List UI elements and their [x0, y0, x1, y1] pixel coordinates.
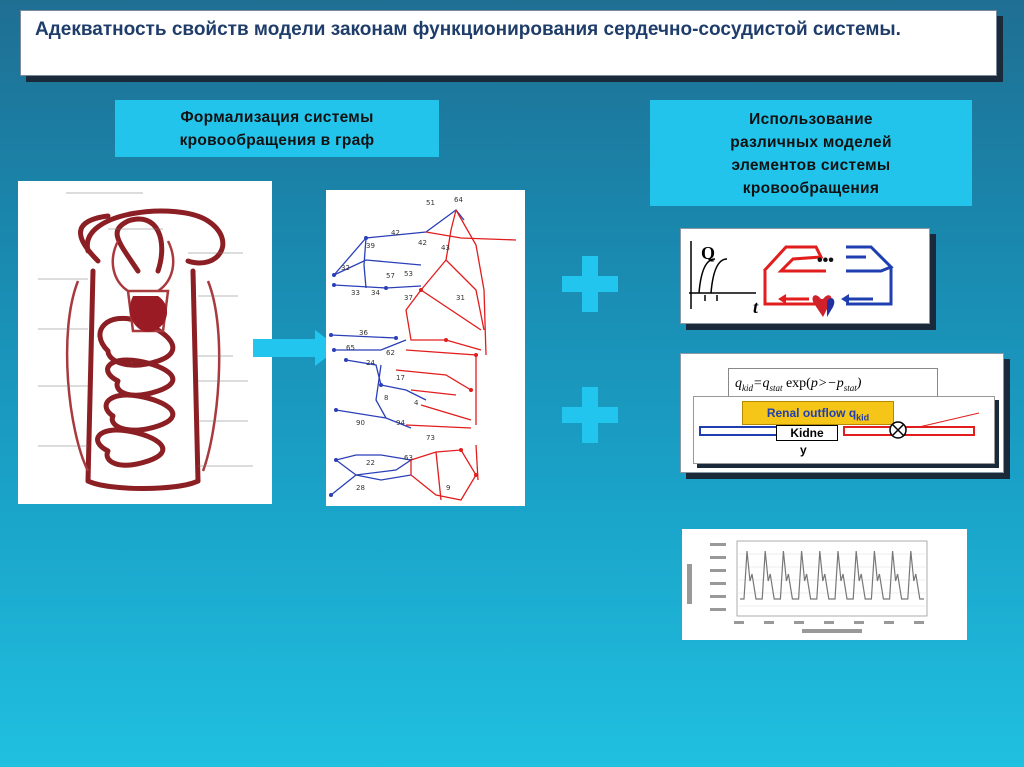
kidney-diagram-box: Renal outflow qkid Kidne y — [693, 396, 995, 464]
models-usage-label: Использование различных моделей элементо… — [650, 100, 972, 206]
formula-q: q — [735, 376, 742, 391]
svg-text:62: 62 — [386, 349, 395, 357]
label-line-3: элементов системы — [731, 157, 891, 174]
svg-text:90: 90 — [356, 419, 365, 427]
svg-text:4: 4 — [414, 399, 419, 407]
formula-close: ) — [856, 376, 862, 391]
label-line-1: Формализация системы — [180, 109, 374, 126]
label-line-2: различных моделей — [730, 134, 892, 151]
svg-text:34: 34 — [371, 289, 380, 297]
vessel-model-panel: Q t ••• — [680, 228, 930, 324]
svg-text:73: 73 — [426, 434, 435, 442]
svg-text:33: 33 — [351, 289, 360, 297]
plus-icon — [560, 385, 620, 445]
renal-outflow-text: Renal outflow q — [766, 406, 857, 420]
pressure-waveform-chart — [682, 529, 967, 640]
svg-text:9: 9 — [446, 484, 450, 492]
renal-outflow-sub: kid — [856, 412, 870, 423]
label-line-1: Использование — [749, 111, 873, 128]
graph-formalization-label: Формализация системы кровообращения в гр… — [115, 100, 439, 157]
label-line-2: кровообращения в граф — [179, 132, 375, 149]
svg-text:42: 42 — [418, 239, 427, 247]
right-arrow-icon — [253, 330, 343, 371]
plus-icon — [560, 254, 620, 314]
svg-text:65: 65 — [346, 344, 355, 352]
label-line-4: кровообращения — [742, 180, 880, 197]
kidney-model-panel: qkid=qstat exp(p>−pstat) Renal outflow q… — [680, 353, 1004, 473]
svg-text:63: 63 — [404, 454, 413, 462]
circulation-graph: 51 64 42 39 42 43 32 57 53 33 34 37 31 36 65 62 24 1… — [326, 190, 525, 506]
svg-text:8: 8 — [384, 394, 388, 402]
waveform-drawing — [687, 540, 928, 633]
formula-stat: stat — [769, 382, 783, 393]
svg-text:39: 39 — [366, 242, 375, 250]
formula-eq: =q — [753, 376, 770, 391]
circulatory-system-illustration — [18, 181, 272, 504]
formula-box: qkid=qstat exp(p>−pstat) — [728, 368, 938, 398]
vessel-model-diagram: Q t ••• — [689, 241, 894, 317]
renal-outflow-label: Renal outflow qkid — [742, 401, 894, 425]
svg-text:28: 28 — [356, 484, 365, 492]
svg-text:64: 64 — [454, 196, 463, 204]
formula-kid: kid — [742, 382, 753, 393]
kidney-label: Kidne — [776, 425, 838, 441]
svg-text:43: 43 — [441, 244, 450, 252]
q-axis-label: Q — [701, 243, 715, 263]
formula-stat2: stat — [843, 382, 857, 393]
svg-text:31: 31 — [456, 294, 465, 302]
flow-arrow-blue — [841, 294, 873, 304]
svg-text:57: 57 — [386, 272, 395, 280]
title-box: Адекватность свойств модели законам функ… — [20, 10, 997, 76]
svg-text:32: 32 — [341, 264, 350, 272]
svg-text:22: 22 — [366, 459, 375, 467]
formula-p: p>−p — [810, 376, 844, 391]
kidney-flow-diagram — [699, 412, 980, 441]
t-axis-label: t — [753, 297, 759, 317]
svg-text:53: 53 — [404, 270, 413, 278]
kidney-label-2: y — [800, 443, 807, 457]
svg-text:51: 51 — [426, 199, 435, 207]
kidney-line-1: Kidne — [790, 426, 824, 440]
heart-icon — [812, 295, 835, 317]
svg-text:36: 36 — [359, 329, 368, 337]
flow-arrow-red — [778, 294, 809, 304]
svg-text:37: 37 — [404, 294, 413, 302]
graph-drawing: 51 64 42 39 42 43 32 57 53 33 34 37 31 36 65 62 24 1… — [329, 196, 517, 501]
svg-text:94: 94 — [396, 419, 405, 427]
formula-exp: exp( — [785, 376, 811, 391]
svg-text:42: 42 — [391, 229, 400, 237]
svg-text:24: 24 — [366, 359, 375, 367]
ellipsis-dots: ••• — [817, 252, 834, 269]
svg-text:17: 17 — [396, 374, 405, 382]
slide-title: Адекватность свойств модели законам функ… — [35, 19, 901, 40]
vessel-drawing — [38, 192, 253, 491]
